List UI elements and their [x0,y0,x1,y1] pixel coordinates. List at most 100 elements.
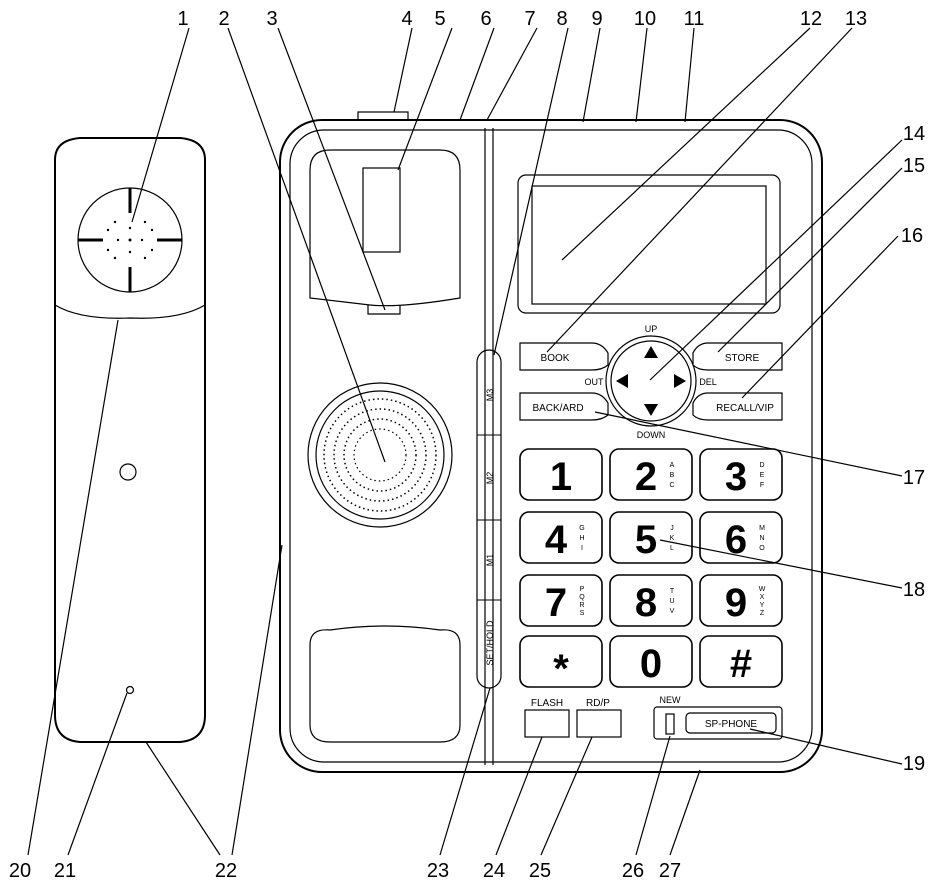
sp-phone-label: SP-PHONE [705,719,758,730]
memory-button-m2[interactable]: M2 [485,472,495,485]
key-letter: G [579,525,584,532]
callout-13: 13 [845,8,867,30]
earpiece-grille [77,187,183,293]
key-digit: 5 [635,518,657,562]
volume-switch[interactable] [357,111,409,121]
callout-15: 15 [903,155,925,177]
callout-26: 26 [622,860,644,882]
key-frame[interactable] [699,635,783,688]
left-arrow-icon[interactable] [616,374,628,388]
key-letter: X [760,594,765,601]
book-button[interactable]: BOOK [541,353,570,364]
store-button-shape[interactable] [692,342,783,371]
key-frame[interactable] [609,511,693,564]
memory-button-m1[interactable]: M1 [485,554,495,567]
sp-phone-button[interactable] [685,712,777,734]
key-frame[interactable] [699,448,783,501]
key-letter: B [670,472,675,479]
callout-9: 9 [591,8,602,30]
key-letter: H [579,535,584,542]
key-star[interactable]: * [519,635,603,691]
down-arrow-icon[interactable] [644,404,658,416]
key-frame[interactable] [699,574,783,627]
key-0[interactable]: 0 [609,635,693,688]
flash-button[interactable] [524,709,570,738]
key-frame[interactable] [519,635,603,688]
book-button-shape[interactable] [519,342,609,371]
key-hash[interactable]: # [699,635,783,688]
callout-20: 20 [9,860,31,882]
key-letter: K [670,535,675,542]
key-letter: E [760,472,765,479]
hook-switch[interactable] [362,167,401,253]
key-letter: R [579,602,584,609]
key-letter: D [759,462,764,469]
key-letter: T [670,588,675,595]
key-digit: 3 [725,455,747,499]
key-digit: # [730,642,752,686]
key-letter: V [670,608,675,615]
base-unit: M3 M2 M1 SET/HOLD BOOK BACK/ARD STORE RE… [279,111,823,773]
set-hold-button[interactable]: SET/HOLD [485,620,495,666]
key-frame[interactable] [519,448,603,501]
key-digit: 4 [545,518,568,562]
callout-12: 12 [800,8,822,30]
key-frame[interactable] [609,448,693,501]
callout-1: 1 [177,8,188,30]
key-frame[interactable] [699,511,783,564]
callout-19: 19 [903,753,925,775]
key-frame[interactable] [519,574,603,627]
key-frame[interactable] [519,511,603,564]
memory-button-m3[interactable]: M3 [485,389,495,402]
store-button[interactable]: STORE [725,353,760,364]
navigation-wheel[interactable] [605,335,697,427]
leader-lines [27,27,903,856]
key-letter: I [581,545,583,552]
key-digit: 1 [550,455,572,499]
recall-button-shape[interactable] [692,392,783,421]
callout-17: 17 [903,467,925,489]
nav-up-label: UP [645,324,658,334]
key-letter: A [670,462,675,469]
handset [54,137,206,743]
nav-out-label: OUT [585,377,605,387]
key-frame[interactable] [609,635,693,688]
callout-27: 27 [659,860,681,882]
key-letter: S [580,610,585,617]
callout-18: 18 [903,579,925,601]
callout-23: 23 [427,860,449,882]
up-arrow-icon[interactable] [644,346,658,358]
key-letter: L [670,545,674,552]
callout-14: 14 [903,123,925,145]
key-letter: Y [760,602,765,609]
key-digit: 6 [725,518,747,562]
key-letter: U [669,598,674,605]
key-frame[interactable] [609,574,693,627]
right-arrow-icon[interactable] [674,374,686,388]
recall-vip-button[interactable]: RECALL/VIP [716,403,774,414]
key-1[interactable]: 1 [519,448,603,501]
microphone-hole [125,685,135,695]
new-label: NEW [660,695,682,705]
nav-down-label: DOWN [637,430,666,440]
key-letter: Z [760,610,765,617]
callout-22: 22 [215,860,237,882]
back-ard-button[interactable]: BACK/ARD [532,403,583,414]
callout-21: 21 [54,860,76,882]
key-letter: O [759,545,765,552]
key-letter: M [759,525,765,532]
callout-24: 24 [483,860,505,882]
callout-11: 11 [684,8,705,30]
rdp-button[interactable] [576,709,622,738]
key-4[interactable]: 4 GHI [519,511,603,564]
key-digit: 2 [635,455,657,499]
